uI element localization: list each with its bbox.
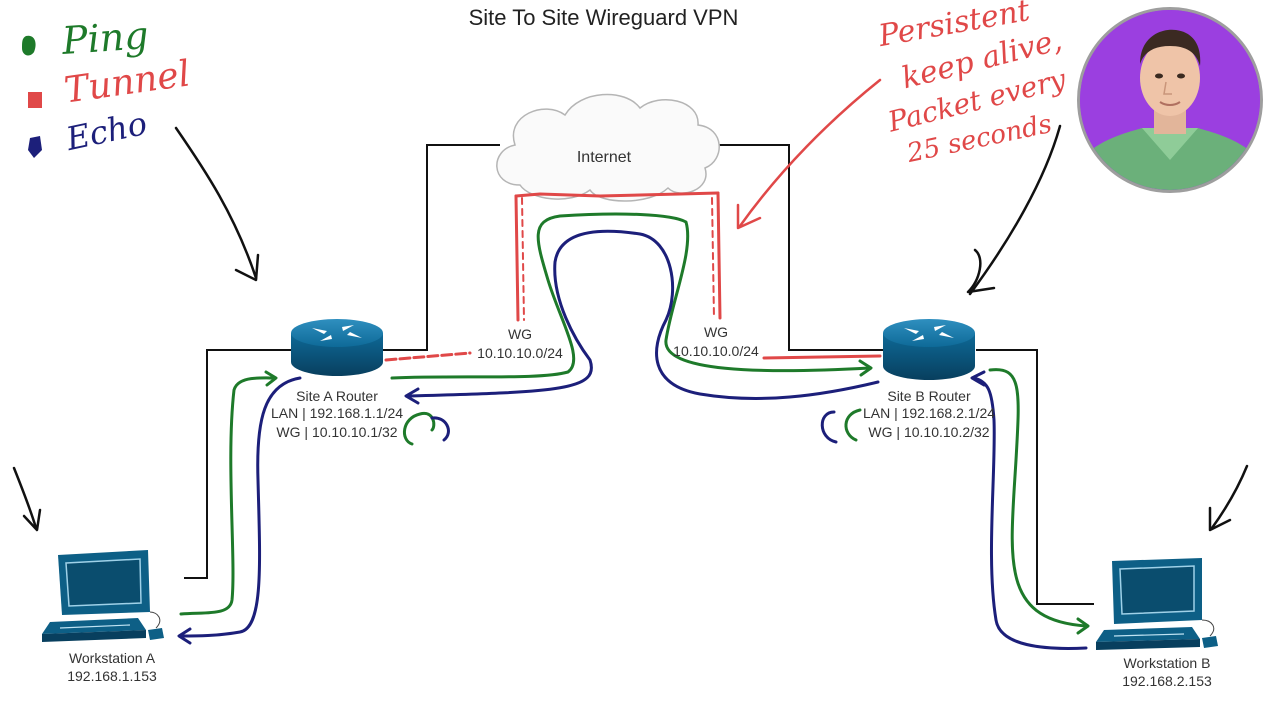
wg-right-subnet: 10.10.10.0/24 bbox=[673, 343, 759, 359]
internet-cloud bbox=[496, 93, 720, 202]
wg-left-name: WG bbox=[507, 326, 533, 342]
link-router-b-to-workstation-b bbox=[976, 349, 1094, 605]
tunnel-stroke-right-down bbox=[716, 191, 722, 320]
annotation-arrows bbox=[12, 124, 1249, 532]
legend-ping-label: Ping bbox=[60, 13, 150, 63]
echo-arrowhead-router-b bbox=[970, 370, 986, 387]
ping-arrowhead-router-b bbox=[858, 359, 873, 377]
legend-echo-bullet bbox=[28, 136, 42, 158]
link-workstation-a-to-router-a bbox=[184, 349, 292, 579]
echo-path bbox=[177, 229, 1088, 650]
legend-bullets bbox=[22, 35, 42, 158]
tunnel-stroke-right-dash bbox=[711, 197, 715, 319]
presenter-webcam bbox=[1077, 7, 1263, 193]
arrow-to-workstation-b-head bbox=[1208, 506, 1232, 532]
wg-left-subnet: 10.10.10.0/24 bbox=[477, 345, 563, 361]
tunnel-stroke-router-b bbox=[762, 354, 882, 360]
echo-arrowhead-router-a bbox=[404, 387, 420, 405]
workstation-b-icon bbox=[1096, 558, 1218, 650]
link-router-a-to-internet bbox=[380, 144, 500, 351]
echo-loop-router-b bbox=[820, 410, 838, 444]
workstation-b-name: Workstation B bbox=[1123, 655, 1211, 671]
presenter-avatar bbox=[1080, 10, 1260, 190]
note-arrow bbox=[736, 78, 882, 230]
ping-stroke-router-a-to-internet bbox=[390, 212, 872, 380]
internet-label: Internet bbox=[576, 149, 632, 166]
arrow-to-router-a bbox=[174, 126, 258, 280]
keepalive-note: Persistent keep alive, Packet every 25 s… bbox=[870, 0, 1070, 176]
router-a-lan: LAN | 192.168.1.1/24 bbox=[270, 405, 404, 421]
router-b-name: Site B Router bbox=[887, 388, 971, 404]
tunnel-stroke-left-dash bbox=[521, 197, 525, 321]
router-a-wg: WG | 10.10.10.1/32 bbox=[276, 424, 398, 440]
echo-stroke-workstation-b-to-router-b bbox=[972, 376, 1088, 650]
echo-loop-router-a bbox=[430, 416, 450, 442]
ping-loop-router-a bbox=[403, 411, 436, 446]
workstation-a-name: Workstation A bbox=[68, 650, 156, 666]
echo-arrowhead-workstation-a bbox=[177, 627, 192, 645]
ping-stroke-workstation-a-to-router-a bbox=[179, 376, 277, 616]
tunnel-stroke-top bbox=[514, 191, 720, 198]
workstation-a-ip: 192.168.1.153 bbox=[67, 668, 157, 684]
ping-stroke-router-b-to-workstation-b bbox=[988, 368, 1088, 628]
router-a-icon bbox=[291, 319, 383, 376]
ping-path bbox=[179, 212, 1090, 635]
note-arrow-shaft bbox=[738, 78, 882, 228]
wg-right-name: WG bbox=[703, 324, 729, 340]
tunnel-path bbox=[384, 191, 882, 362]
arrow-to-workstation-b bbox=[1210, 464, 1249, 530]
legend-ping-bullet bbox=[22, 35, 36, 56]
arrow-to-router-b bbox=[968, 124, 1062, 296]
note-arrow-head bbox=[736, 203, 762, 230]
workstation-b-ip: 192.168.2.153 bbox=[1122, 673, 1212, 689]
arrow-to-router-b-head bbox=[966, 248, 996, 294]
ping-arrowhead-router-a bbox=[264, 370, 278, 387]
router-b-wg: WG | 10.10.10.2/32 bbox=[868, 424, 990, 440]
tunnel-stroke-router-a bbox=[384, 351, 472, 362]
ping-arrowhead-workstation-b bbox=[1076, 617, 1090, 635]
workstation-a-icon bbox=[42, 550, 164, 642]
arrow-to-workstation-a bbox=[12, 466, 38, 530]
router-b-icon bbox=[883, 319, 975, 380]
legend-tunnel-bullet bbox=[28, 92, 42, 108]
router-b-lan: LAN | 192.168.2.1/24 bbox=[862, 405, 996, 421]
diagram-title: Site To Site Wireguard VPN bbox=[468, 5, 739, 30]
connection-lines bbox=[184, 144, 1094, 605]
router-a-name: Site A Router bbox=[296, 388, 378, 404]
arrow-to-workstation-a-head bbox=[22, 508, 42, 532]
ping-loop-router-b bbox=[844, 408, 862, 442]
echo-stroke-router-a-to-workstation-a bbox=[179, 376, 302, 638]
arrow-to-router-a-head bbox=[234, 253, 260, 282]
tunnel-stroke-left-down bbox=[514, 194, 520, 322]
echo-stroke-router-b-to-internet bbox=[408, 229, 880, 400]
link-internet-to-router-b bbox=[708, 144, 884, 351]
